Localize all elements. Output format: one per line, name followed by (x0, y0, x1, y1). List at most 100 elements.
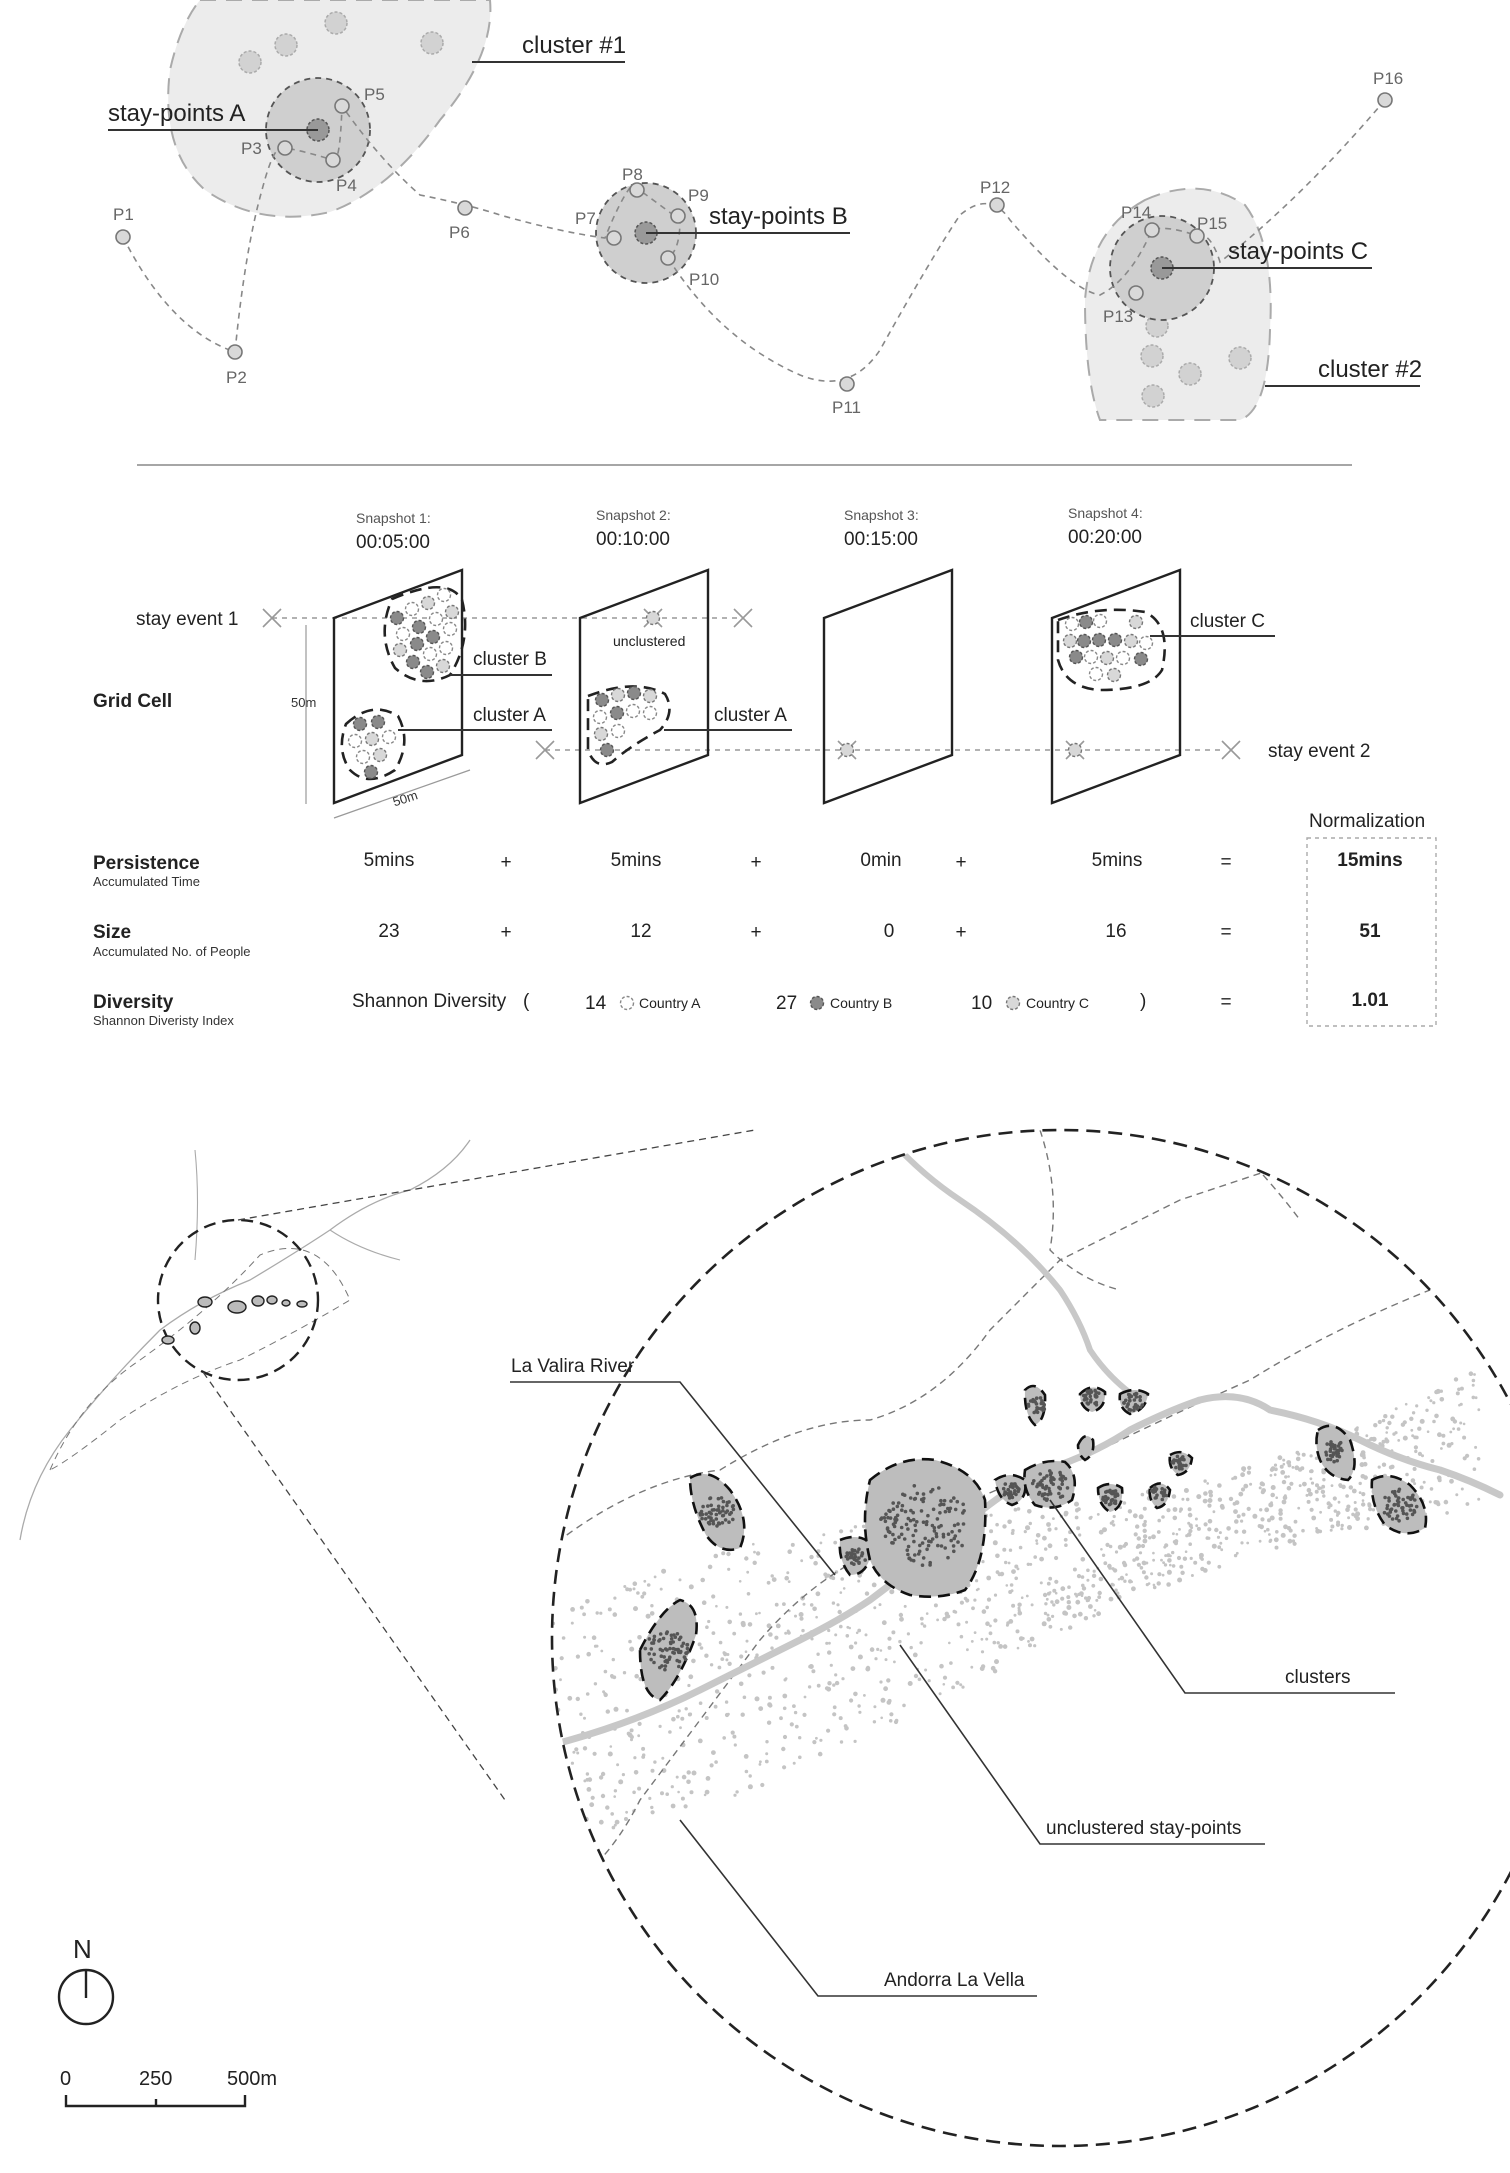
stay-point-dot (567, 1695, 573, 1701)
stay-point-dot (1474, 1396, 1478, 1400)
clustered-point-dot (671, 1646, 676, 1651)
diversity-title: Diversity (93, 992, 174, 1013)
clustered-point-dot (921, 1520, 926, 1524)
stay-point-dot (1160, 1558, 1163, 1562)
stay-point-dot (683, 1804, 688, 1809)
clustered-point-dot (661, 1636, 666, 1641)
clustered-point-dot (724, 1510, 728, 1515)
stay-point-dot (543, 1692, 547, 1696)
stay-point-dot (1361, 1502, 1366, 1507)
stay-point-dot (523, 1785, 528, 1790)
stay-point-dot (973, 1598, 977, 1602)
clustered-point-dot (709, 1512, 713, 1516)
stay-point-dot (747, 1784, 753, 1790)
stay-point-dot (872, 1720, 877, 1724)
stay-event-1-end-marker (733, 608, 753, 628)
stay-point-dot (1131, 1586, 1136, 1592)
stay-point-dot (506, 1659, 509, 1662)
stay-point-dot (1136, 1536, 1142, 1541)
stay-point-dot (985, 1621, 990, 1626)
stay-point-dot (1430, 1459, 1435, 1463)
stay-point-dot (1281, 1499, 1287, 1505)
stay-point-dot (600, 1771, 606, 1777)
stay-point-dot (590, 1795, 595, 1800)
stay-point-dot (668, 1730, 672, 1734)
stay-point-dot (748, 1774, 752, 1778)
stay-point-dot (832, 1683, 836, 1687)
clustered-point-dot (441, 1767, 445, 1771)
stay-point-dot (1267, 1518, 1271, 1523)
stay-point-dot (1083, 1616, 1089, 1621)
stay-point-dot (787, 1549, 792, 1554)
stay-point-dot (1460, 1487, 1464, 1491)
stay-point-dot (1023, 1530, 1027, 1534)
clustered-point-dot (1408, 1508, 1413, 1512)
clustered-point-dot (706, 1504, 710, 1508)
stay-point-dot (498, 1799, 503, 1804)
clustered-point-dot (930, 1487, 935, 1492)
stay-point-dot (1234, 1529, 1239, 1534)
stay-point-dot (1275, 1530, 1279, 1534)
stay-point-dot (954, 1610, 958, 1614)
clustered-point-dot (1003, 1482, 1008, 1486)
stay-point-dot (501, 1724, 504, 1727)
stay-point-dot (1355, 1511, 1361, 1517)
stay-point-dot (1474, 1445, 1478, 1449)
stay-point-dot (1437, 1432, 1442, 1438)
stay-point-dot (1075, 1599, 1081, 1605)
clustered-point-dot (903, 1509, 908, 1514)
stay-point-dot (1076, 1526, 1081, 1531)
stay-point-dot (817, 1751, 823, 1757)
stay-point-dot (1441, 1433, 1446, 1438)
stay-point-dot (1108, 1544, 1113, 1549)
stay-point-dot (1080, 1557, 1086, 1562)
country-a-label: Country A (639, 995, 701, 1011)
clustered-point-dot (887, 1508, 891, 1513)
stay-point-dot (447, 1711, 450, 1714)
clustered-point-dot (906, 1527, 910, 1531)
cluster-area (1023, 1384, 1047, 1427)
stay-point-dot (460, 1742, 464, 1746)
clustered-point-dot (491, 1768, 495, 1772)
unclustered-stay-points-field (420, 1371, 1481, 1839)
stay-point-dot (704, 1653, 709, 1658)
clustered-point-dot (844, 1554, 848, 1559)
stay-point-dot (765, 1740, 769, 1744)
stay-point-dot (1194, 1517, 1198, 1521)
stay-point-dot (996, 1641, 1000, 1645)
stay-point-dot (460, 1788, 463, 1791)
stay-point-dot (1359, 1462, 1365, 1468)
stay-point-dot (1422, 1480, 1426, 1484)
country-c-swatch (1005, 995, 1021, 1011)
stay-point-dot (1348, 1485, 1354, 1490)
stay-point-dot (909, 1645, 913, 1650)
stay-point-dot (925, 1612, 929, 1615)
stay-point-dot (439, 1772, 443, 1776)
stay-point-dot (612, 1612, 618, 1617)
stay-point-dot (1351, 1512, 1355, 1517)
stay-point-dot (510, 1835, 514, 1839)
cluster-area (993, 1473, 1027, 1507)
label-p13: P13 (1103, 307, 1133, 326)
trajectory-path (122, 99, 1386, 382)
cluster-area (1076, 1434, 1095, 1462)
stay-point-dot (691, 1770, 697, 1776)
stay-point-dot (585, 1599, 590, 1604)
overview-river (19, 1139, 471, 1541)
stay-point-dot (1414, 1449, 1418, 1454)
stay-point-dot (610, 1812, 614, 1816)
stay-point-dot (980, 1664, 986, 1669)
clustered-point-dot (708, 1496, 712, 1501)
stay-point-dot (761, 1670, 766, 1675)
overview-boundary (49, 1247, 351, 1472)
stay-point-dot (1035, 1533, 1041, 1538)
clustered-point-dot (513, 1689, 517, 1693)
stay-point-dot (857, 1654, 863, 1660)
stay-point-dot (507, 1758, 510, 1761)
clustered-point-dot (465, 1783, 469, 1787)
stay-point-dot (1471, 1395, 1476, 1400)
stay-point-dot (420, 1788, 423, 1791)
stay-point-dot (628, 1587, 632, 1592)
stay-point-dot (1062, 1610, 1068, 1616)
stay-point-dot (827, 1628, 831, 1633)
